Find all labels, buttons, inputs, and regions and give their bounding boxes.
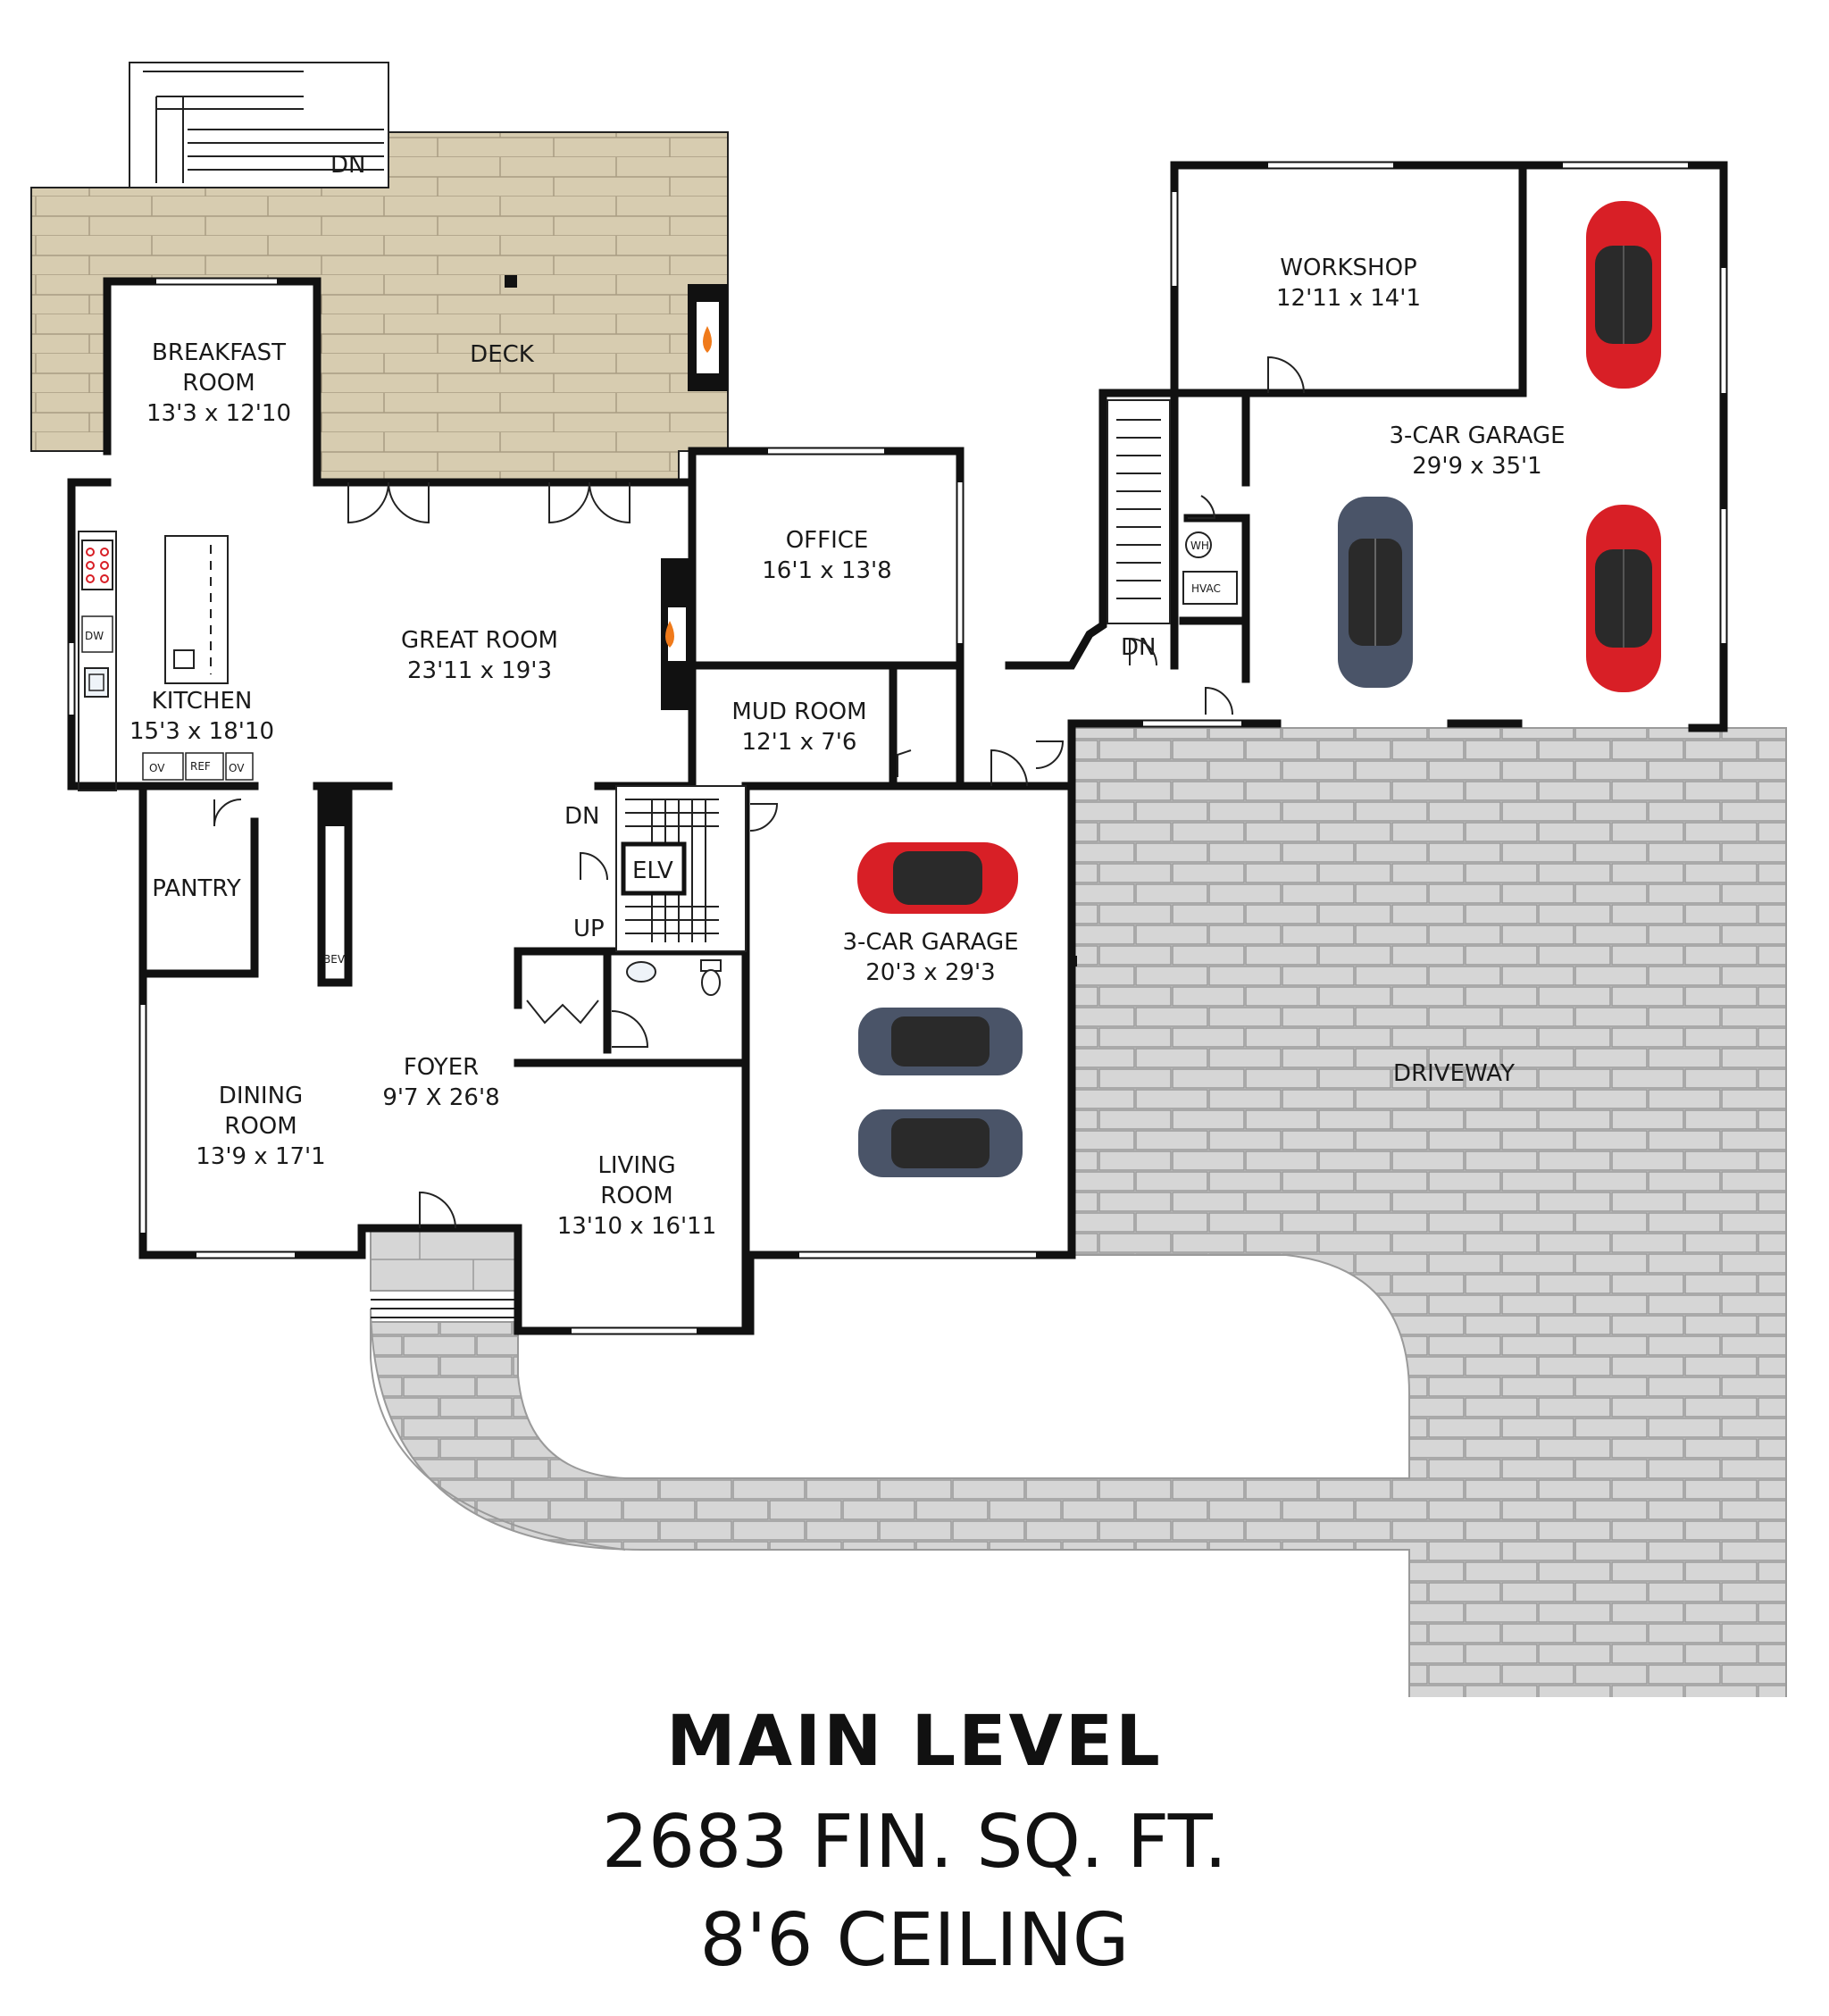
dishwasher-label: DW xyxy=(85,630,104,642)
deck-name: DECK xyxy=(470,341,535,368)
foyer-dims: 9'7 X 26'8 xyxy=(382,1084,499,1111)
kitchen-dims: 15'3 x 18'10 xyxy=(129,718,274,745)
car-small-garage-blue-2 xyxy=(858,1109,1023,1177)
dining-dims: 13'9 x 17'1 xyxy=(196,1143,325,1170)
car-garage-red-right xyxy=(1586,505,1661,692)
living-name-1: LIVING xyxy=(597,1152,675,1179)
living-dims: 13'10 x 16'11 xyxy=(557,1213,717,1240)
foyer-name: FOYER xyxy=(404,1054,479,1081)
small-garage xyxy=(1067,782,1077,1259)
foyer-doors xyxy=(419,740,1065,1229)
dining-name-1: DINING xyxy=(219,1083,303,1109)
garage-stairs: DN xyxy=(1107,399,1171,666)
oven-right-label: OV xyxy=(229,762,245,774)
large-garage-windows xyxy=(1143,163,1726,726)
cooktop-icon xyxy=(81,540,113,590)
living-name-2: ROOM xyxy=(600,1183,672,1209)
driveway-name: DRIVEWAY xyxy=(1393,1060,1515,1087)
driveway-area xyxy=(370,727,1787,1697)
refrigerator-label: REF xyxy=(190,760,211,773)
kitchen-fixtures: DW OV REF OV BEV xyxy=(78,531,346,966)
great-room-dims: 23'11 x 19'3 xyxy=(407,657,552,684)
windows xyxy=(69,279,1036,1334)
deck-doors xyxy=(347,481,631,524)
deck-fireplace xyxy=(688,284,728,391)
office-dims: 16'1 x 13'8 xyxy=(762,557,891,584)
large-garage-dims: 29'9 x 35'1 xyxy=(1412,453,1541,480)
workshop-name: WORKSHOP xyxy=(1280,255,1417,281)
center-stairs: ELV DN UP xyxy=(564,785,779,952)
hvac-label: HVAC xyxy=(1191,582,1221,595)
large-garage-name: 3-CAR GARAGE xyxy=(1389,422,1565,449)
car-garage-blue xyxy=(1338,497,1413,688)
floor-plan: DN xyxy=(30,62,1787,1697)
breakfast-name-2: ROOM xyxy=(182,370,255,397)
water-heater-label: WH xyxy=(1190,540,1209,552)
dining-name-2: ROOM xyxy=(224,1113,296,1140)
front-porch xyxy=(370,1227,519,1318)
car-workshop-red xyxy=(1586,201,1661,389)
great-room-name: GREAT ROOM xyxy=(401,627,558,654)
finished-area: 2683 FIN. SQ. FT. xyxy=(601,1800,1228,1885)
sink-icon xyxy=(84,667,109,698)
deck-area: DN xyxy=(30,62,729,483)
stairs-up-label: UP xyxy=(573,916,605,942)
car-small-garage-red xyxy=(857,842,1018,914)
workshop-dims: 12'11 x 14'1 xyxy=(1276,285,1421,312)
small-garage-dims: 20'3 x 29'3 xyxy=(865,959,995,986)
pantry-name: PANTRY xyxy=(152,875,241,902)
breakfast-name-1: BREAKFAST xyxy=(152,339,286,366)
ceiling-height: 8'6 CEILING xyxy=(699,1898,1130,1983)
mud-room-dims: 12'1 x 7'6 xyxy=(742,729,857,756)
level-title: MAIN LEVEL xyxy=(666,1702,1163,1782)
room-labels: BREAKFAST ROOM 13'3 x 12'10 DECK GREAT R… xyxy=(129,255,1566,1240)
stairs-dn-label: DN xyxy=(564,803,599,830)
office-name: OFFICE xyxy=(786,527,869,554)
mechanical-room: WH HVAC xyxy=(1182,356,1305,715)
elevator-label: ELV xyxy=(632,857,673,884)
great-room-fireplace xyxy=(665,607,686,661)
car-small-garage-blue-1 xyxy=(858,1008,1023,1075)
powder-room xyxy=(526,959,722,1048)
breakfast-dims: 13'3 x 12'10 xyxy=(146,400,291,427)
kitchen-name: KITCHEN xyxy=(152,688,253,715)
small-garage-name: 3-CAR GARAGE xyxy=(842,929,1018,956)
oven-left-label: OV xyxy=(149,762,165,774)
deck-dn-label: DN xyxy=(330,152,365,179)
mud-room-name: MUD ROOM xyxy=(731,698,866,725)
beverage-label: BEV xyxy=(323,953,346,966)
